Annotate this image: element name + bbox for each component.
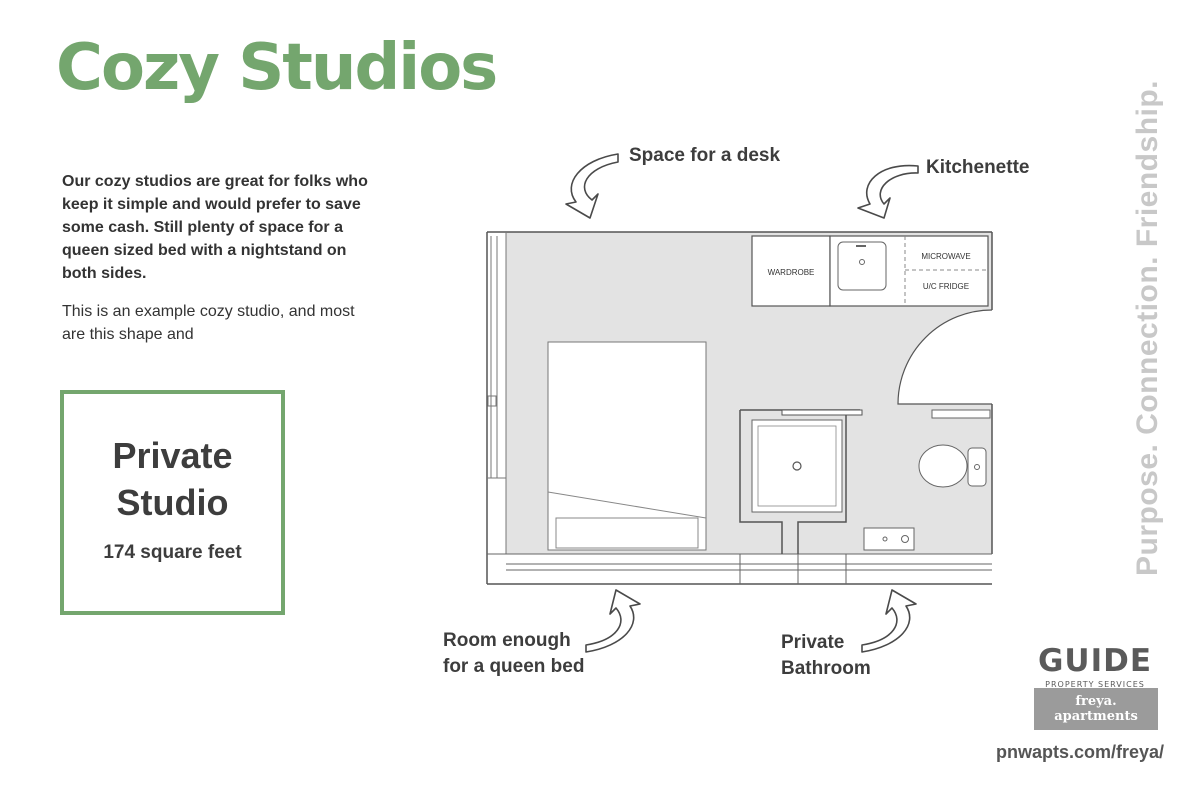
freya-logo-line1: freya.	[1075, 694, 1117, 709]
bathroom-arrow-icon	[861, 589, 917, 653]
guide-logo-subtitle: PROPERTY SERVICES	[1045, 680, 1145, 689]
callout-kitchenette: Kitchenette	[926, 157, 1030, 178]
shower-drain	[792, 461, 802, 471]
fridge-label: U/C FRIDGE	[923, 282, 969, 291]
studio-type-line2: Studio	[116, 482, 229, 523]
bathroom-sink	[863, 527, 915, 551]
sink	[837, 241, 887, 291]
studio-type-line1: Private	[112, 435, 233, 476]
desk-arrow-icon	[565, 153, 619, 219]
bottom-wall	[487, 553, 992, 584]
guide-logo: GUIDE PROPERTY SERVICES	[1032, 644, 1158, 689]
bed-footboard	[555, 517, 699, 549]
sink-drain	[859, 259, 865, 265]
kitchenette-arrow-icon	[857, 164, 919, 219]
arrows	[565, 153, 919, 653]
bed-blanket-line	[547, 491, 707, 519]
studio-type-heading: Private Studio	[64, 432, 281, 526]
callout-bed: Room enough for a queen bed	[443, 628, 584, 680]
microwave-label: MICROWAVE	[921, 252, 970, 261]
studio-size: 174 square feet	[103, 542, 242, 563]
freya-logo: freya. apartments	[1034, 688, 1158, 730]
toilet-tank	[967, 447, 987, 487]
guide-logo-word: GUIDE	[1037, 643, 1153, 679]
bed-arrow-icon	[585, 589, 641, 653]
window-wall	[487, 232, 507, 554]
website-url[interactable]: pnwapts.com/freya/	[995, 742, 1164, 762]
page-title: Cozy Studios	[56, 31, 498, 105]
callout-bathroom-line1: Private	[781, 632, 845, 653]
callout-bathroom-line2: Bathroom	[781, 658, 871, 679]
example-paragraph: This is an example cozy studio, and most…	[62, 303, 355, 343]
queen-bed	[547, 341, 707, 551]
shower-rail	[781, 409, 863, 416]
wardrobe-label: WARDROBE	[768, 268, 815, 277]
callout-desk: Space for a desk	[629, 145, 781, 166]
callout-bed-line2: for a queen bed	[443, 656, 585, 677]
callout-bathroom: Private Bathroom	[781, 630, 871, 682]
studio-info-box: Private Studio 174 square feet	[60, 390, 285, 615]
wardrobe	[751, 235, 831, 307]
freya-logo-line2: apartments	[1054, 709, 1138, 724]
intro-paragraph: Our cozy studios are great for folks who…	[62, 173, 368, 282]
vertical-tagline: Purpose. Connection. Friendship.	[1131, 79, 1164, 577]
shower	[751, 419, 843, 513]
toilet-bowl	[918, 444, 968, 488]
callout-bed-line1: Room enough	[443, 630, 571, 651]
door-swing	[897, 309, 993, 405]
towel-bar	[931, 409, 991, 419]
